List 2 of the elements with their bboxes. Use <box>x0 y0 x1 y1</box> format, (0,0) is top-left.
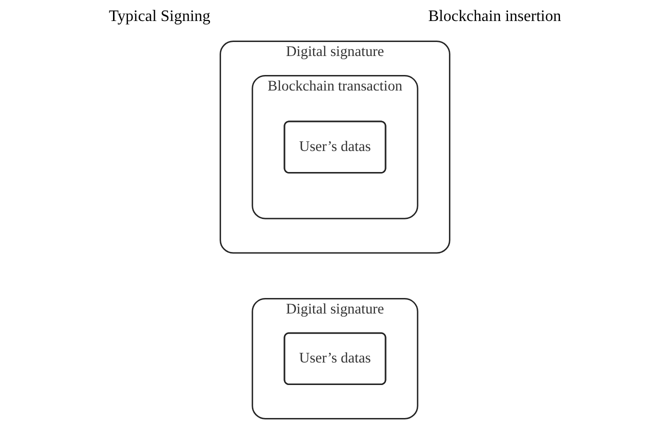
panel-title: Blockchain insertion <box>428 8 562 26</box>
panel-title: Typical Signing <box>108 8 210 26</box>
